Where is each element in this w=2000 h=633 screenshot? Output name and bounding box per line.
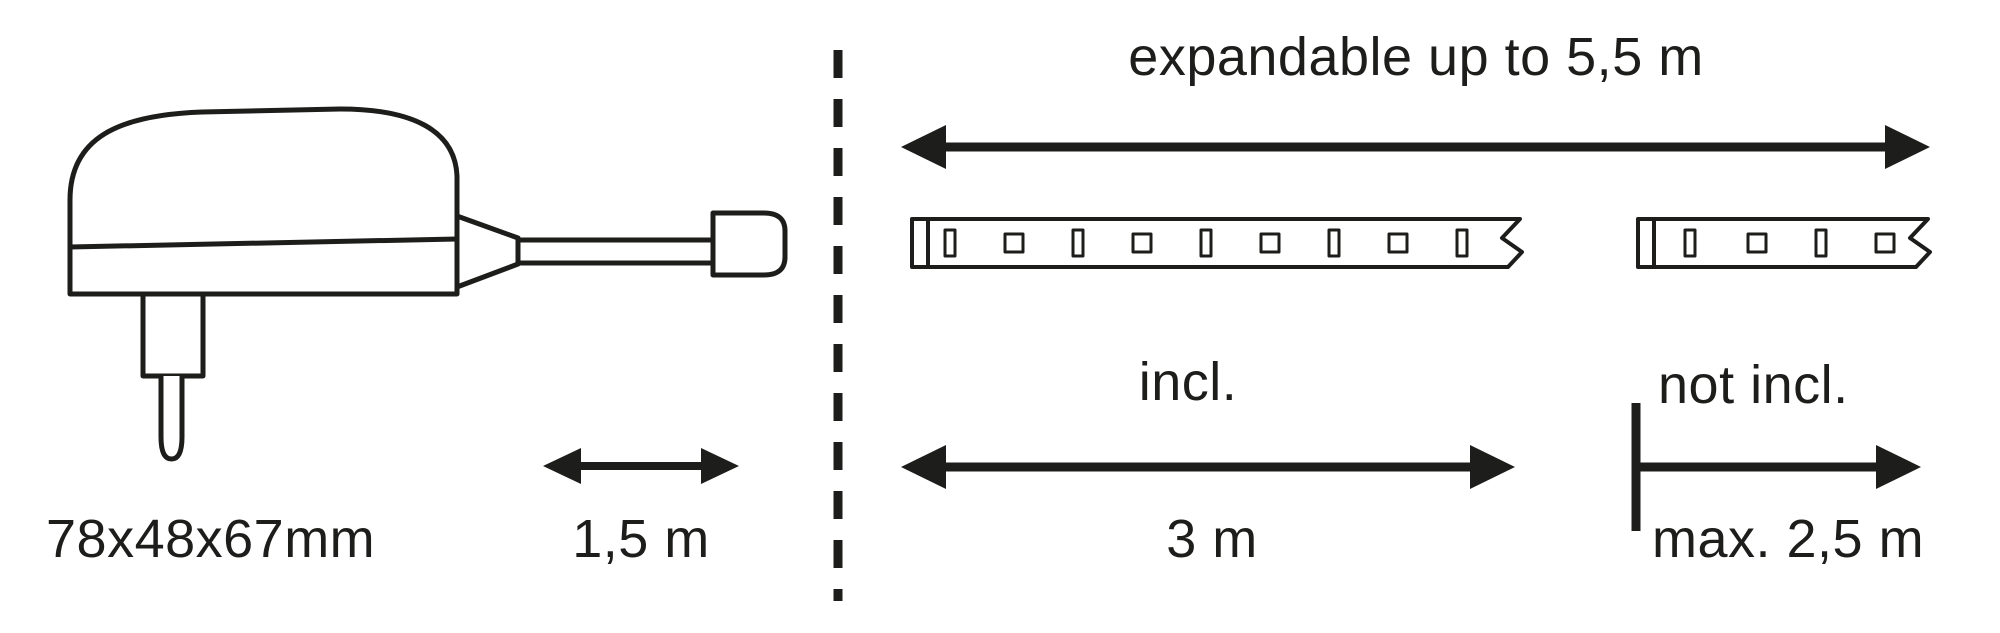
- power-adapter-drawing: [67, 106, 788, 462]
- expandable-range-arrow: [901, 125, 1930, 169]
- led-strip-extension-drawing: [1636, 217, 1932, 269]
- cable-length-label: 1,5 m: [572, 509, 710, 569]
- adapter-seam-line: [69, 236, 458, 250]
- adapter-cable-connector: [710, 210, 788, 278]
- adapter-body: [67, 106, 460, 297]
- adapter-cable-boot: [454, 213, 521, 290]
- adapter-plug-prong: [140, 291, 206, 379]
- expandable-label: expandable up to 5,5 m: [1128, 27, 1704, 87]
- included-length-arrow: [901, 445, 1515, 489]
- not-included-length-arrow: [1631, 403, 1921, 531]
- adapter-plug-pin: [158, 376, 185, 462]
- included-length-label: 3 m: [1166, 509, 1258, 569]
- adapter-dimensions-label: 78x48x67mm: [46, 509, 376, 569]
- included-label: incl.: [1138, 352, 1238, 412]
- not-included-label: not incl.: [1658, 355, 1849, 415]
- led-chips: [943, 228, 1469, 258]
- cable-length-arrow: [543, 448, 739, 484]
- led-strip-included-drawing: [910, 217, 1524, 269]
- led-chips: [1683, 228, 1896, 258]
- not-included-max-length-label: max. 2,5 m: [1652, 509, 1925, 569]
